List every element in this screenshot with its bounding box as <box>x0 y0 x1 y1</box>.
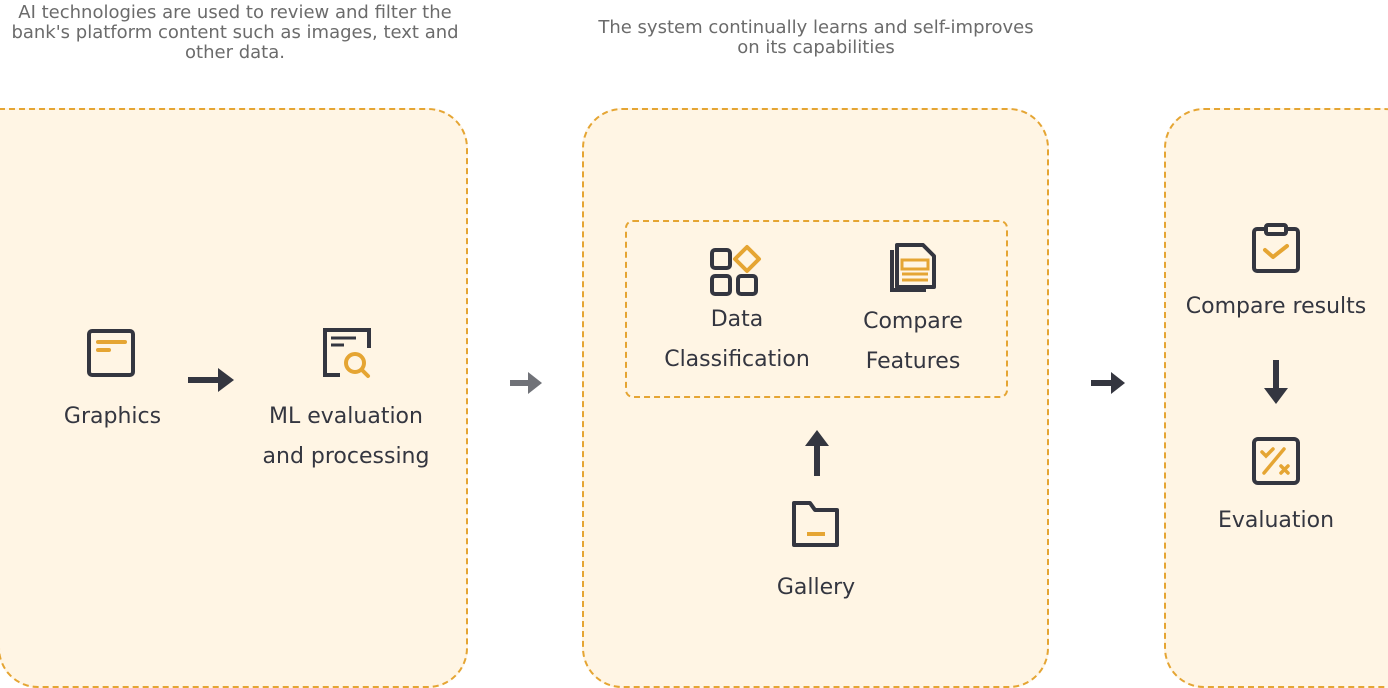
document-search-icon <box>323 328 371 378</box>
documents-icon <box>890 243 936 292</box>
label-ml-line1: ML evaluation <box>269 404 423 429</box>
panel-learning <box>582 108 1049 688</box>
label-gallery: Gallery <box>776 575 856 600</box>
evaluation-icon <box>1252 437 1300 485</box>
clipboard-check-icon <box>1252 223 1300 273</box>
arrow-right-icon <box>1091 372 1125 394</box>
label-evaluation: Evaluation <box>1217 508 1335 533</box>
inner-group-analysis <box>625 220 1008 398</box>
label-compare-results: Compare results <box>1185 294 1367 319</box>
label-compare-line2: Features <box>865 349 961 374</box>
arrow-up-icon <box>805 430 829 476</box>
caption-middle: The system continually learns and self-i… <box>598 17 1034 58</box>
arrow-right-icon <box>188 368 234 392</box>
label-ml-line2: and processing <box>262 444 430 469</box>
arrow-right-icon <box>510 372 542 394</box>
category-icon <box>710 245 761 296</box>
label-compare-line1: Compare <box>863 309 963 334</box>
caption-left: AI technologies are used to review and f… <box>11 2 459 63</box>
arrow-down-icon <box>1264 360 1288 404</box>
panel-ingest <box>0 108 468 688</box>
label-data-line2: Classification <box>664 347 810 372</box>
folder-icon <box>792 501 839 547</box>
label-graphics: Graphics <box>63 404 162 429</box>
document-icon <box>87 329 135 377</box>
label-data-line1: Data <box>710 307 764 332</box>
